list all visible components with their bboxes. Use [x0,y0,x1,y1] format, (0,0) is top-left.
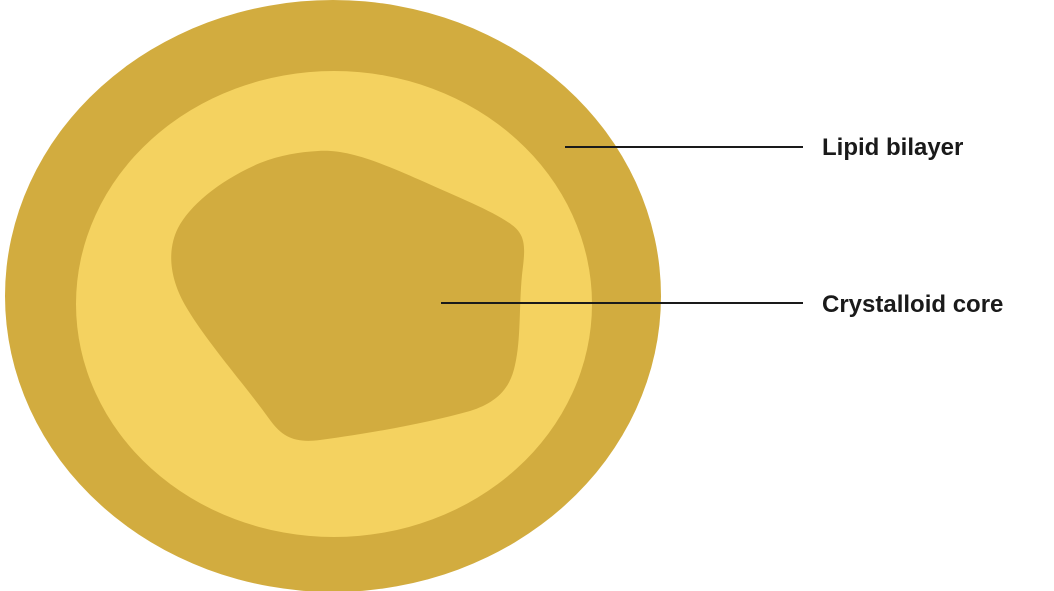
crystalloid-core-label: Crystalloid core [822,291,1003,318]
lipid-bilayer-label: Lipid bilayer [822,134,963,161]
